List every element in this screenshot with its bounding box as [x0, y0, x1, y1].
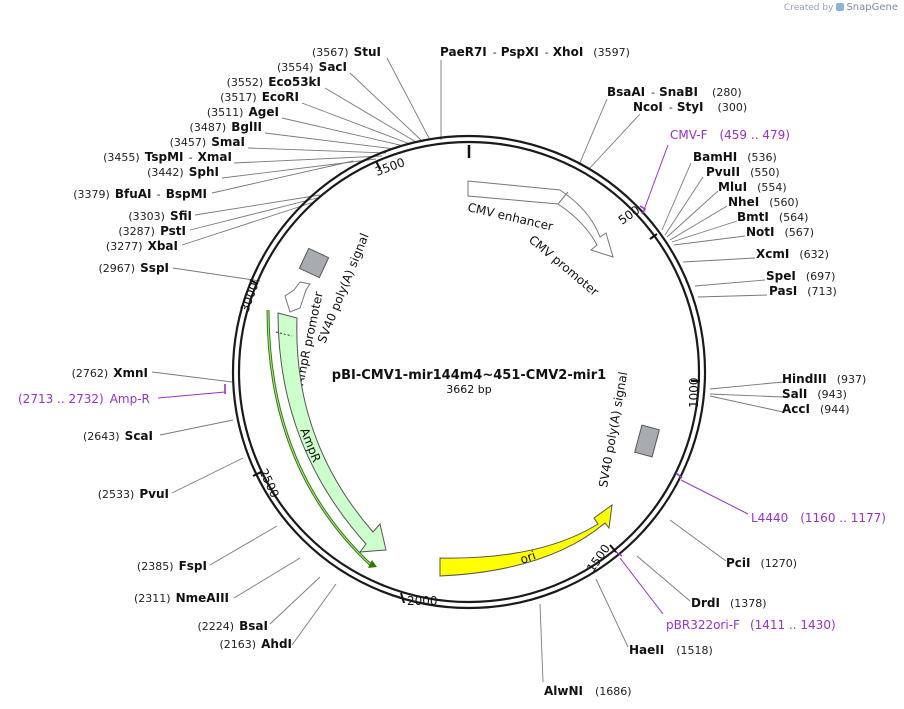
primer-mark-l4440: [675, 472, 683, 479]
site-leader-lines: [151, 57, 784, 683]
backbone-outer-circle: [231, 134, 707, 610]
backbone-inner-circle: [237, 140, 701, 604]
site-sphi: (3442) SphI: [147, 161, 219, 180]
primer-cmv-f: CMV-F(459 .. 479): [670, 128, 790, 142]
site-bfuai-bspmi: (3379) BfuAI - BspMI: [73, 183, 207, 202]
sv40-polya-top-label: SV40 poly(A) signal: [315, 231, 372, 345]
plasmid-name: pBI-CMV1-mir144m4~451-CMV2-mir1: [332, 368, 606, 383]
ampr-inner-marker: [275, 331, 293, 337]
site-pvui: (2533) PvuI: [98, 483, 169, 502]
primer-mark-pbr322ori-f: [615, 551, 623, 557]
primer-mark-cmv-f: [639, 205, 647, 215]
left-site-labels: (3567) StuI (3554) SacI (3552) Eco53kI (…: [72, 41, 381, 652]
cmv-feature-divider: [557, 191, 569, 205]
ampr-label: AmpR: [297, 426, 323, 464]
site-psti: (3287) PstI: [118, 220, 186, 239]
site-bmti: BmtI(564): [737, 210, 808, 224]
amp-r-primer-bar-highlight: [267, 309, 373, 567]
sv40-polya-block-top: [298, 247, 330, 279]
site-smai: (3457) SmaI: [170, 131, 245, 150]
site-bamhi: BamHI(536): [693, 150, 777, 164]
tick-label-3500: 3500: [373, 155, 406, 179]
site-acci: AccI(944): [782, 402, 850, 416]
watermark-brand: SnapGene: [846, 2, 898, 13]
site-scai: (2643) ScaI: [83, 425, 153, 444]
tick-label-2000: 2000: [407, 594, 438, 608]
site-nmeaiii: (2311) NmeAIII: [134, 587, 229, 606]
cmv-enhancer-promoter-arrow: [467, 180, 614, 258]
sv40-polya-right-label: SV40 poly(A) signal: [596, 371, 630, 489]
amp-r-primer-arrowhead: [368, 560, 377, 568]
site-xmni: (2762) XmnI: [72, 362, 148, 381]
plasmid-size: 3662 bp: [446, 383, 491, 396]
right-site-labels: PaeR7I-PspXI-XhoI(3597) BsaAI-SnaBI(280)…: [440, 45, 866, 698]
site-eco53ki: (3552) Eco53kI: [227, 71, 321, 90]
site-bglii: (3487) BglII: [190, 116, 262, 135]
snapgene-logo-icon: [836, 3, 845, 11]
site-mlui: MluI(554): [718, 180, 787, 194]
primer-pbr322ori-f: pBR322ori-F(1411 .. 1430): [666, 618, 836, 632]
tick-label-1500: 1500: [584, 542, 613, 575]
site-xbai: (3277) XbaI: [106, 235, 178, 254]
primer-marks: [224, 205, 683, 557]
site-bsaai-snabi: BsaAI-SnaBI(280): [607, 85, 742, 99]
tick-label-1000: 1000: [687, 377, 701, 408]
sv40-polya-block-right: [634, 424, 660, 458]
primer-labels: CMV-F(459 .. 479) (2713 .. 2732)Amp-R L4…: [18, 128, 886, 632]
site-drdi: DrdI(1378): [691, 596, 767, 610]
site-paer7i-pspxi-xhoi: PaeR7I-PspXI-XhoI(3597): [440, 45, 630, 59]
site-sali: SalI(943): [782, 387, 847, 401]
site-stui: (3567) StuI: [312, 41, 381, 60]
site-tspmi-xmai: (3455) TspMI - XmaI: [103, 146, 232, 165]
tick-marks: [249, 160, 700, 604]
primer-amp-r: (2713 .. 2732)Amp-R: [18, 392, 150, 406]
cmv-promoter-label: CMV promoter: [526, 233, 601, 299]
site-agei: (3511) AgeI: [207, 101, 279, 120]
site-ecori: (3517) EcoRI: [220, 86, 299, 105]
ampr-gene-arrow: [277, 312, 387, 553]
ori-arrow: [439, 503, 613, 577]
snapgene-watermark: Created by SnapGene: [784, 2, 898, 13]
site-pcii: PciI(1270): [726, 556, 797, 570]
site-ahdi: (2163) AhdI: [219, 633, 292, 652]
site-sspi: (2967) SspI: [98, 257, 169, 276]
site-hindiii: HindIII(937): [782, 372, 866, 386]
tick-label-3000: 3000: [238, 281, 262, 314]
site-alwni: AlwNI(1686): [544, 684, 632, 698]
site-sfii: (3303) SfiI: [128, 205, 192, 224]
primer-l4440: L4440(1160 .. 1177): [751, 511, 886, 525]
ori-label: ori: [518, 548, 537, 566]
site-bsai: (2224) BsaI: [197, 615, 268, 634]
site-spei: SpeI(697): [766, 269, 835, 283]
site-ncoi-styi: NcoI-StyI(300): [633, 100, 747, 114]
primer-leader-lines: [157, 144, 749, 615]
cmv-enhancer-label: CMV enhancer: [466, 200, 554, 233]
site-fspi: (2385) FspI: [137, 555, 207, 574]
site-noti: NotI(567): [746, 225, 814, 239]
watermark-created-by: Created by: [783, 3, 834, 13]
ampr-promoter-arrow: [284, 281, 311, 313]
site-haeii: HaeII(1518): [629, 643, 713, 657]
site-nhei: NheI(560): [728, 195, 799, 209]
site-saci: (3554) SacI: [277, 56, 347, 75]
site-pasi: PasI(713): [769, 284, 837, 298]
site-xcmi: XcmI(632): [756, 247, 829, 261]
site-pvuii: PvuII(550): [706, 165, 780, 179]
